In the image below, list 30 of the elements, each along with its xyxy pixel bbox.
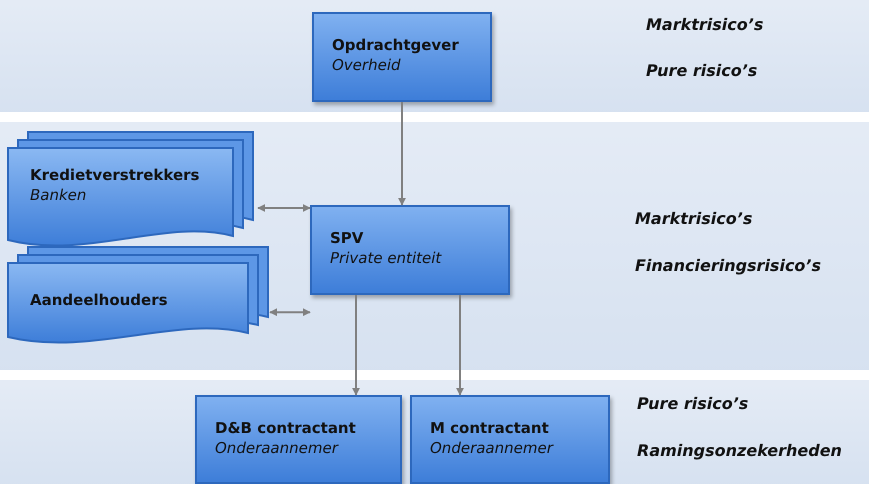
risk-label: Marktrisico’s bbox=[646, 15, 764, 34]
arrow bbox=[257, 204, 311, 212]
node-subtitle: Onderaannemer bbox=[430, 439, 553, 457]
node-title: Kredietverstrekkers bbox=[30, 166, 200, 184]
arrow bbox=[456, 295, 464, 396]
node-subtitle: Onderaannemer bbox=[215, 439, 338, 457]
risk-label: Financieringsrisico’s bbox=[635, 256, 822, 275]
band-background bbox=[0, 122, 869, 370]
node-title: SPV bbox=[330, 229, 364, 247]
risk-label: Marktrisico’s bbox=[635, 209, 752, 228]
process-box bbox=[410, 395, 610, 484]
risk-label: Pure risico’s bbox=[646, 61, 758, 80]
arrow bbox=[269, 308, 311, 316]
node-title: Opdrachtgever bbox=[332, 36, 459, 54]
band-background bbox=[0, 0, 869, 112]
node-subtitle: Banken bbox=[30, 186, 86, 204]
arrow bbox=[352, 295, 360, 396]
process-box bbox=[312, 12, 492, 102]
process-box bbox=[310, 205, 510, 295]
risk-label: Ramingsonzekerheden bbox=[637, 441, 842, 460]
arrow bbox=[398, 102, 406, 206]
node-subtitle: Private entiteit bbox=[330, 249, 442, 267]
node-title: Aandeelhouders bbox=[30, 291, 168, 309]
risk-label: Pure risico’s bbox=[637, 394, 748, 413]
band-background bbox=[0, 380, 869, 484]
document-stack bbox=[8, 245, 270, 345]
node-title: M contractant bbox=[430, 419, 549, 437]
node-subtitle: Overheid bbox=[332, 56, 401, 74]
node-title: D&B contractant bbox=[215, 419, 356, 437]
process-box bbox=[195, 395, 402, 484]
